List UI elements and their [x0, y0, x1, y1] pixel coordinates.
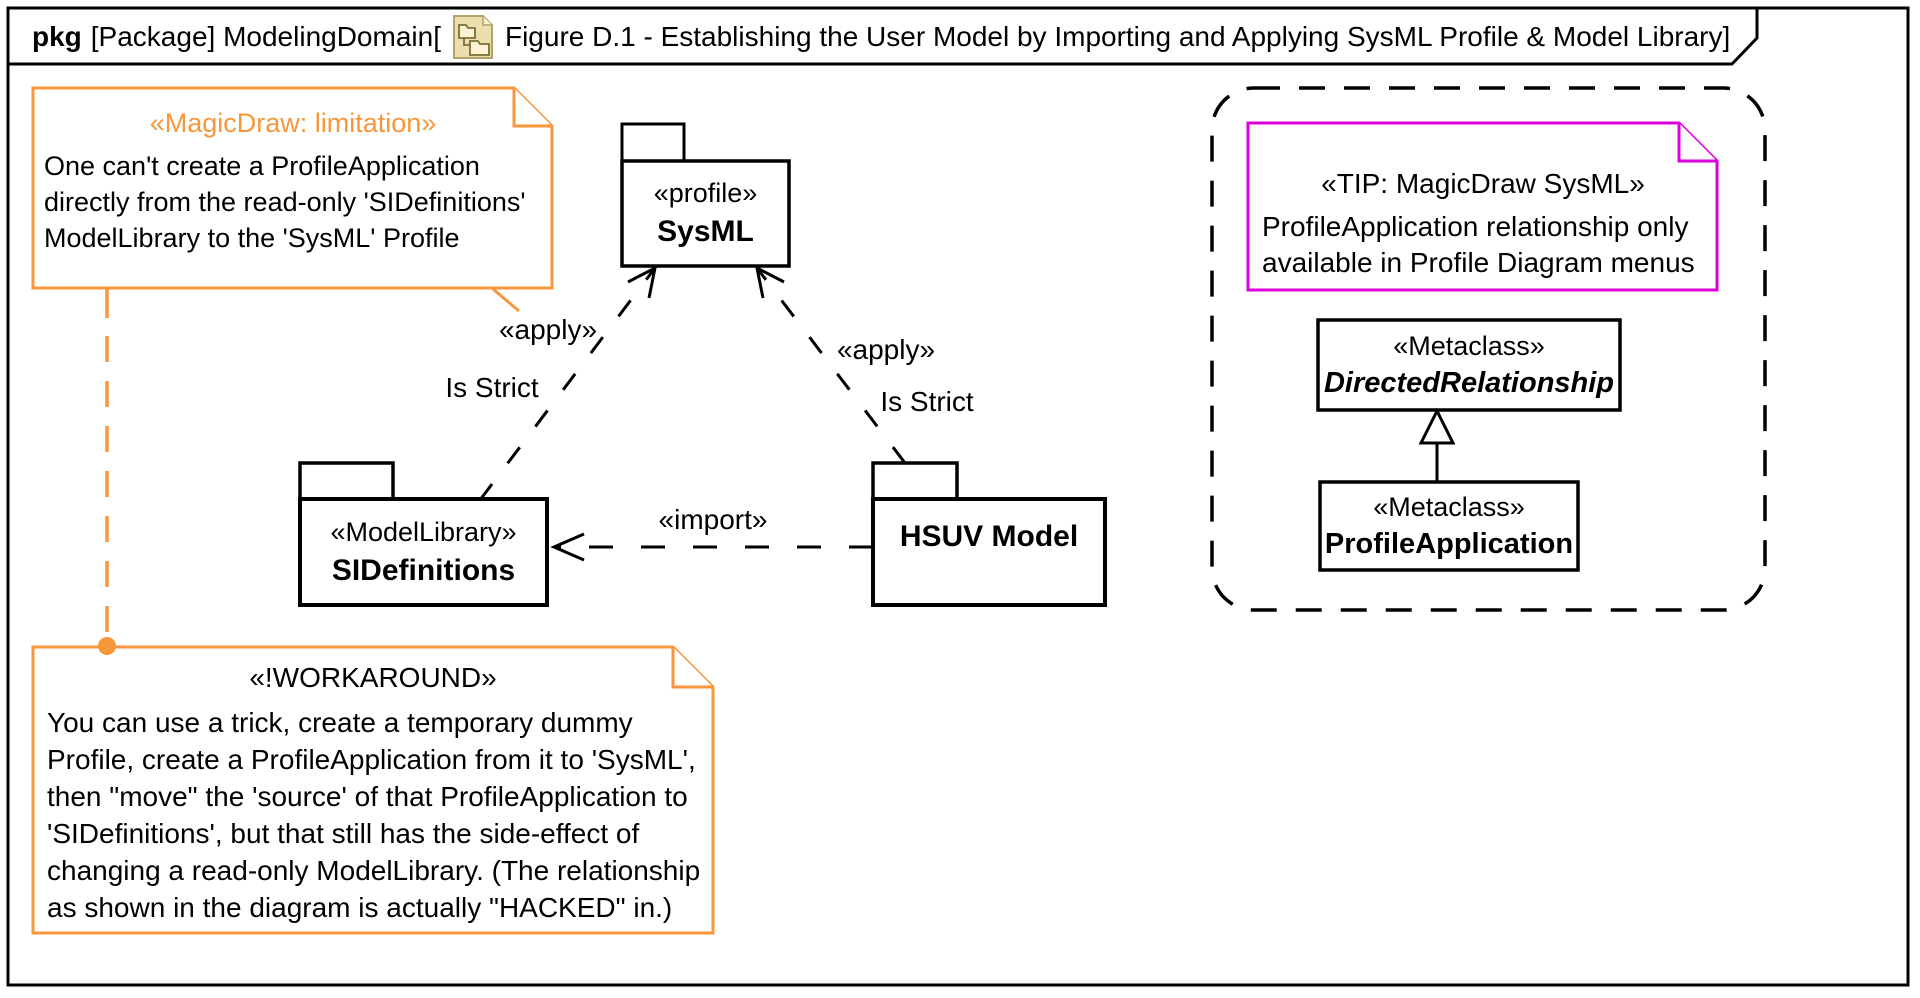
- note-workaround-outline: [31, 645, 715, 935]
- constraint-region-border: [1210, 86, 1767, 612]
- package-sysml-body: [620, 159, 791, 268]
- note-workaround-line: 'SIDefinitions', but that still has the …: [47, 818, 640, 849]
- generalization-triangle: [1418, 407, 1456, 445]
- package-hsuv-tab: [871, 461, 959, 499]
- import-stereotype-label: «import»: [658, 504, 768, 535]
- package-sidefinitions-body: [298, 497, 549, 607]
- note-tip-stereotype: «TIP: MagicDraw SysML»: [1321, 168, 1645, 199]
- class-directedrelationship: «Metaclass» DirectedRelationship: [1318, 320, 1620, 410]
- class-directedrelationship-box: [1316, 318, 1622, 412]
- note-limitation-line: ModelLibrary to the 'SysML' Profile: [44, 223, 460, 253]
- apply-left-arrowhead: [627, 265, 658, 299]
- note-tip-line: ProfileApplication relationship only: [1262, 211, 1689, 242]
- note-limitation: «MagicDraw: limitation» One can't create…: [44, 108, 542, 256]
- package-sysml-stereotype: «profile»: [653, 178, 758, 208]
- apply-right-stereotype-label: «apply»: [836, 334, 936, 365]
- frame-tab: [6, 6, 1759, 66]
- import-arrowhead: [550, 532, 585, 562]
- package-hsuv-name: HSUV Model: [899, 520, 1079, 553]
- class-profileapplication-stereotype: «Metaclass»: [1373, 491, 1525, 522]
- apply-left-isstrict-label: Is Strict: [445, 372, 539, 403]
- note-limitation-line: directly from the read-only 'SIDefinitio…: [44, 187, 526, 217]
- package-sysml-name: SysML: [657, 215, 754, 248]
- package-sidefinitions-tab: [298, 461, 395, 499]
- frame-diagram-title: Figure D.1 - Establishing the User Model…: [504, 21, 1731, 52]
- note-tip-outline: [1246, 121, 1719, 292]
- apply-left-dependency-line: [478, 267, 657, 501]
- package-sidefinitions: «ModelLibrary» SIDefinitions: [300, 499, 547, 605]
- note-workaround: «!WORKAROUND» You can use a trick, creat…: [47, 662, 701, 926]
- note-workaround-fold: [671, 647, 713, 689]
- package-sysml: «profile» SysML: [622, 161, 789, 266]
- package-hsuv-body: [871, 497, 1107, 607]
- class-directedrelationship-stereotype: «Metaclass»: [1393, 330, 1545, 361]
- note-limitation-outline: [31, 86, 554, 290]
- class-directedrelationship-name: DirectedRelationship: [1323, 366, 1615, 399]
- note-tip-fold: [1677, 123, 1717, 163]
- package-sysml-tab: [620, 122, 686, 161]
- note-limitation-anchor-line: [492, 287, 520, 313]
- apply-left-stereotype-label: «apply»: [498, 314, 598, 345]
- package-diagram-icon: [452, 15, 493, 59]
- frame-header: pkg [Package] ModelingDomain[ Figure D.1…: [8, 10, 1762, 64]
- frame-context-label: [Package] ModelingDomain[: [90, 21, 441, 52]
- note-limitation-line: One can't create a ProfileApplication: [44, 151, 480, 181]
- frame-kind-label: pkg: [32, 21, 82, 52]
- apply-right-arrowhead: [754, 265, 785, 299]
- package-hsuv: HSUV Model: [873, 499, 1105, 569]
- apply-right-isstrict-label: Is Strict: [880, 386, 974, 417]
- package-sidefinitions-stereotype: «ModelLibrary»: [330, 516, 517, 547]
- note-workaround-line: as shown in the diagram is actually "HAC…: [47, 892, 673, 923]
- note-workaround-stereotype: «!WORKAROUND»: [249, 662, 497, 693]
- note-workaround-line: changing a read-only ModelLibrary. (The …: [47, 855, 701, 886]
- note-limitation-fold: [512, 88, 552, 128]
- class-profileapplication-name: ProfileApplication: [1324, 527, 1574, 560]
- note-tip-line: available in Profile Diagram menus: [1262, 247, 1695, 278]
- note-workaround-line: Profile, create a ProfileApplication fro…: [47, 744, 696, 775]
- package-sidefinitions-name: SIDefinitions: [331, 553, 516, 587]
- class-profileapplication-box: [1318, 480, 1580, 572]
- note-limitation-stereotype: «MagicDraw: limitation»: [149, 108, 437, 138]
- note-connector-dot: [98, 637, 116, 655]
- note-workaround-line: You can use a trick, create a temporary …: [47, 707, 633, 738]
- note-workaround-line: then "move" the 'source' of that Profile…: [47, 781, 688, 812]
- class-profileapplication: «Metaclass» ProfileApplication: [1320, 482, 1578, 570]
- note-tip: «TIP: MagicDraw SysML» ProfileApplicatio…: [1262, 168, 1704, 281]
